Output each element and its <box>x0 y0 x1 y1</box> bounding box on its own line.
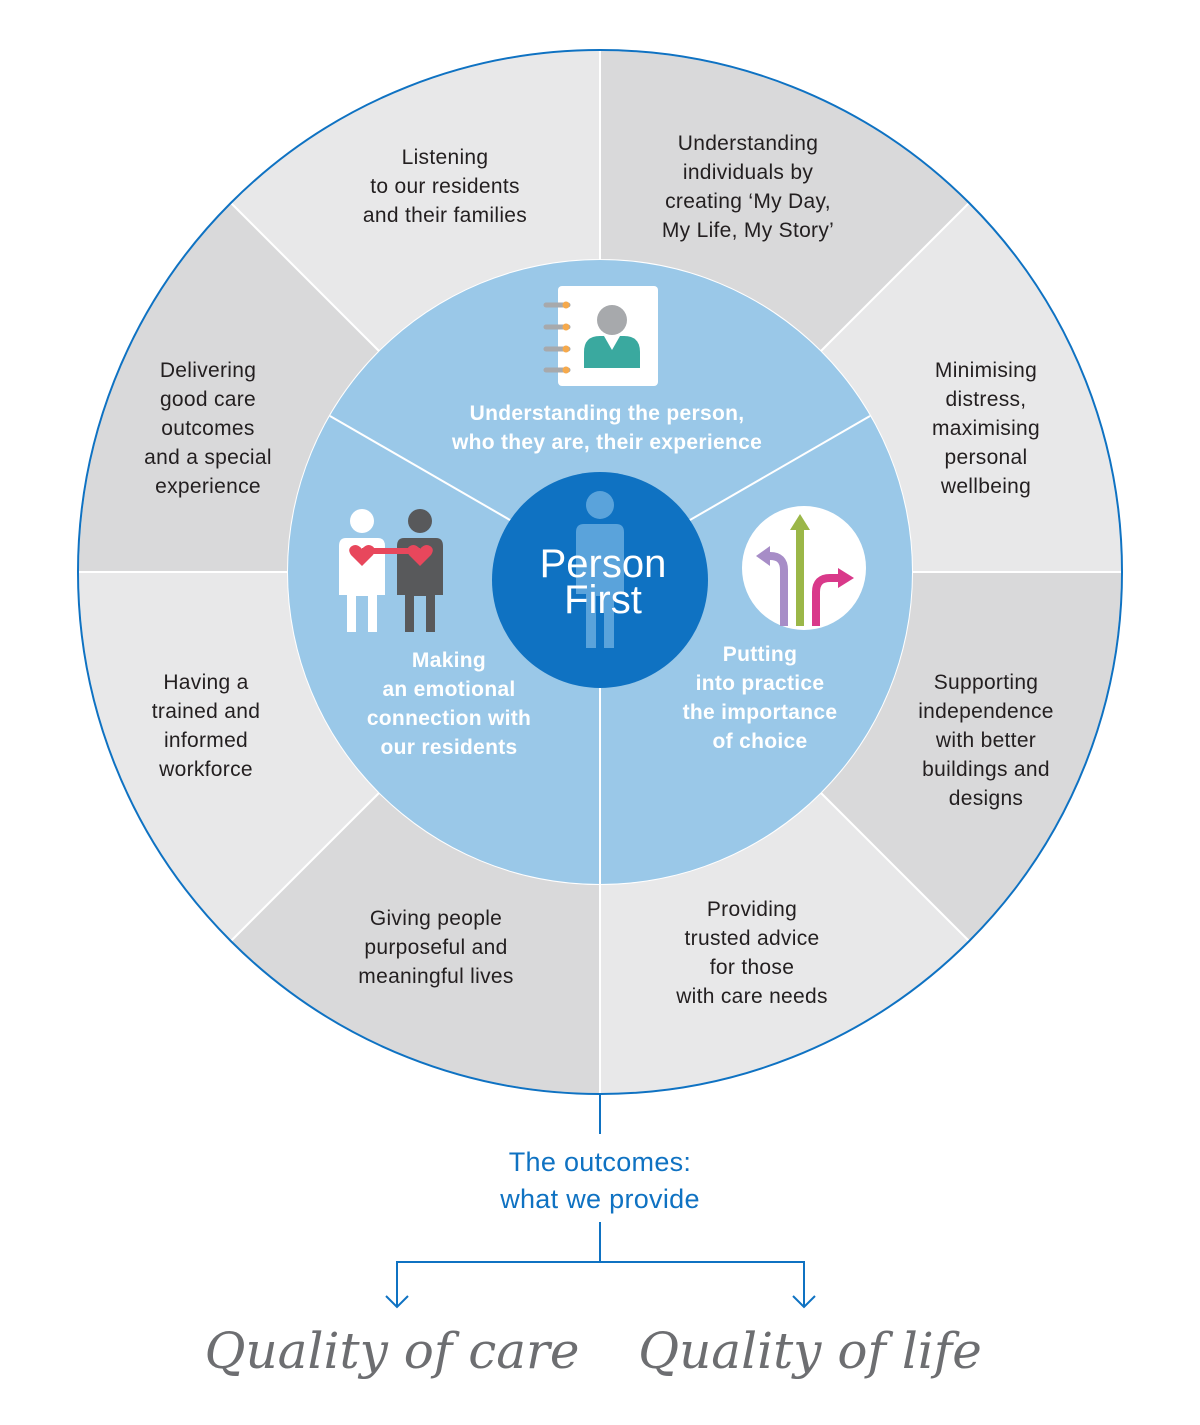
inner-text-understanding: Understanding the person, who they are, t… <box>451 402 762 454</box>
outer-text-line: maximising <box>932 417 1040 440</box>
outcomes-title-line1: The outcomes: <box>509 1147 692 1177</box>
outer-text-line: buildings and <box>922 758 1050 781</box>
quality-of-care-label: Quality of care <box>204 1322 579 1380</box>
outer-text-listening: Listening to our residents and their famil… <box>363 146 527 227</box>
inner-text-line: of choice <box>713 730 808 753</box>
outer-text-workforce: Having a trained and informed workforce <box>152 671 260 781</box>
outer-text-purposeful: Giving people purposeful and meaningful li… <box>358 907 513 988</box>
outer-text-line: Providing <box>707 898 797 921</box>
outer-text-line: Minimising <box>935 359 1037 382</box>
two-people-heart-icon <box>339 509 443 632</box>
outer-text-line: and a special <box>144 446 272 469</box>
outer-text-line: Supporting <box>934 671 1039 694</box>
inner-texts: Understanding the person, who they are, t… <box>367 402 838 759</box>
outcomes-title-line2: what we provide <box>499 1184 700 1214</box>
outcomes-connector <box>385 1094 816 1309</box>
outer-texts: Listening to our residents and their famil… <box>144 132 1054 1008</box>
outer-text-line: meaningful lives <box>358 965 513 988</box>
center-title-line2: First <box>564 578 642 622</box>
outer-text-distress: Minimising distress, maximising personal wel… <box>932 359 1040 498</box>
outer-text-line: creating ‘My Day, <box>665 190 831 213</box>
outer-text-line: Delivering <box>160 359 256 382</box>
outer-text-independence: Supporting independence with better buildin… <box>918 671 1054 810</box>
outer-text-line: good care <box>160 388 256 411</box>
outer-text-line: My Life, My Story’ <box>662 219 834 242</box>
outer-text-line: purposeful and <box>364 936 507 959</box>
inner-text-line: connection with <box>367 707 531 730</box>
outer-text-line: to our residents <box>370 175 520 198</box>
outer-text-line: wellbeing <box>940 475 1031 498</box>
outer-text-line: Listening <box>402 146 489 169</box>
outer-text-line: personal <box>945 446 1028 469</box>
inner-text-emotional: Making an emotional connection with our res… <box>367 649 531 759</box>
outer-text-line: with better <box>935 729 1036 752</box>
outer-text-line: workforce <box>158 758 253 781</box>
outer-text-line: independence <box>918 700 1054 723</box>
outer-text-outcomes: Delivering good care outcomes and a special… <box>144 359 272 498</box>
outer-text-line: distress, <box>946 388 1027 411</box>
outer-text-my-day: Understanding individuals by creating ‘My … <box>662 132 834 242</box>
inner-text-line: into practice <box>696 672 825 695</box>
outer-text-line: informed <box>164 729 248 752</box>
inner-text-line: our residents <box>381 736 518 759</box>
outer-text-line: designs <box>949 787 1023 810</box>
outer-text-advice: Providing trusted advice for those with car… <box>675 898 828 1008</box>
inner-text-line: who they are, their experience <box>451 431 762 454</box>
outer-ring <box>76 48 1124 1096</box>
inner-text-line: Putting <box>723 643 797 666</box>
person-silhouette-icon <box>576 491 624 648</box>
outer-text-line: Giving people <box>370 907 502 930</box>
inner-text-line: Making <box>412 649 486 672</box>
inner-text-line: Understanding the person, <box>470 402 745 425</box>
outer-text-line: and their families <box>363 204 527 227</box>
outer-text-line: for those <box>710 956 794 979</box>
contact-book-icon <box>543 286 658 386</box>
inner-text-line: an emotional <box>382 678 515 701</box>
outer-text-line: outcomes <box>161 417 254 440</box>
outer-text-line: with care needs <box>675 985 828 1008</box>
outer-text-line: experience <box>155 475 261 498</box>
outer-text-line: Understanding <box>678 132 819 155</box>
outer-text-line: trusted advice <box>685 927 820 950</box>
quality-of-life-label: Quality of life <box>638 1322 982 1380</box>
branching-arrows-icon <box>742 506 866 630</box>
outer-text-line: Having a <box>163 671 248 694</box>
outer-text-line: trained and <box>152 700 260 723</box>
inner-text-line: the importance <box>683 701 838 724</box>
outer-text-line: individuals by <box>683 161 813 184</box>
inner-text-choice: Putting into practice the importance of cho… <box>683 643 838 753</box>
center-title-line1: Person <box>540 542 667 586</box>
